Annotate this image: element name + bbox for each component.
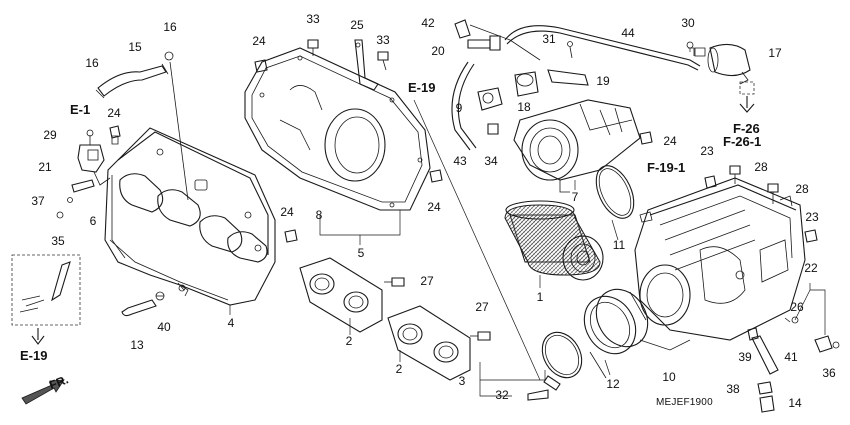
part-label: 14 xyxy=(788,396,802,410)
part-label: 3 xyxy=(458,374,466,388)
part-label: 5 xyxy=(357,246,365,260)
part-label: 25 xyxy=(350,18,364,32)
part-label: 33 xyxy=(306,12,320,26)
part-label: 32 xyxy=(495,388,509,402)
ref-f19-1[interactable]: F-19-1 xyxy=(647,160,686,175)
air-filter-part-1 xyxy=(504,200,604,281)
part-label: 13 xyxy=(130,338,144,352)
part-label: 30 xyxy=(681,16,695,30)
manifold-part-2-b xyxy=(387,305,471,381)
part-label: 20 xyxy=(431,44,445,58)
part-label: 19 xyxy=(596,74,610,88)
lower-housing-part-4 xyxy=(104,127,276,306)
funnel-part-12 xyxy=(583,288,649,379)
part-label: 33 xyxy=(376,33,390,47)
ref-e19-top[interactable]: E-19 xyxy=(408,80,436,95)
part-label: 36 xyxy=(822,366,836,380)
part-label: 43 xyxy=(453,154,467,168)
part-label: 1 xyxy=(536,290,544,304)
detail-box xyxy=(11,254,81,345)
part-label: 29 xyxy=(43,128,57,142)
part-label: 2 xyxy=(395,362,403,376)
hose-part-15 xyxy=(95,51,189,201)
leader-lines xyxy=(229,48,826,397)
ref-e1[interactable]: E-1 xyxy=(70,102,91,117)
part-label: 21 xyxy=(38,160,52,174)
o-ring-part-11 xyxy=(595,165,635,219)
part-label: 2 xyxy=(345,334,353,348)
part-label: 16 xyxy=(85,56,99,70)
part-label: 18 xyxy=(517,100,531,114)
ref-f26[interactable]: F-26 xyxy=(733,121,760,136)
part-label: 24 xyxy=(107,106,121,120)
part-label: 35 xyxy=(51,234,65,248)
diagram-code: MEJEF1900 xyxy=(656,397,713,408)
part-label: 7 xyxy=(571,190,579,204)
part-label: 24 xyxy=(280,205,294,219)
bolts-part-27 xyxy=(384,277,491,341)
part-label: 27 xyxy=(420,274,434,288)
part-label: 8 xyxy=(315,208,323,222)
part-label: 42 xyxy=(421,16,435,30)
front-direction-arrow xyxy=(21,379,65,405)
air-box-part-10 xyxy=(634,177,806,341)
part-label: 11 xyxy=(612,238,626,252)
part-label: 28 xyxy=(754,160,768,174)
part-label: 15 xyxy=(128,40,142,54)
clip-part-13 xyxy=(121,282,186,317)
part-label: 28 xyxy=(795,182,809,196)
intake-cover-part-7 xyxy=(513,99,641,193)
grommets-part-24 xyxy=(109,59,443,243)
part-label: 27 xyxy=(475,300,489,314)
part-label: 40 xyxy=(157,320,171,334)
part-label: 16 xyxy=(163,20,177,34)
part-label: 34 xyxy=(484,154,498,168)
part-label: 10 xyxy=(662,370,676,384)
hose-part-44 xyxy=(504,25,755,113)
upper-case-part-8 xyxy=(244,47,431,211)
part-label: 24 xyxy=(252,34,266,48)
part-label: 41 xyxy=(784,350,798,364)
part-label: 31 xyxy=(542,32,556,46)
manifold-part-2-a xyxy=(299,257,383,333)
valve-part-21 xyxy=(56,129,119,219)
bracket-part-25 xyxy=(307,39,389,91)
part-label: 12 xyxy=(606,377,620,391)
ref-e19-left[interactable]: E-19 xyxy=(20,348,48,363)
part-label: 39 xyxy=(738,350,752,364)
solenoid-assy xyxy=(451,19,589,151)
part-label: 38 xyxy=(726,382,740,396)
part-label: 22 xyxy=(804,261,818,275)
part-label: 17 xyxy=(768,46,782,60)
part-label: 24 xyxy=(663,134,677,148)
part-label: 9 xyxy=(455,101,463,115)
part-label: 6 xyxy=(89,214,97,228)
part-label: 23 xyxy=(700,144,714,158)
clamp-part-3 xyxy=(527,331,583,401)
ref-f26-1[interactable]: F-26-1 xyxy=(723,134,762,149)
part-label: 4 xyxy=(227,316,235,330)
part-label: 44 xyxy=(621,26,635,40)
part-label: 23 xyxy=(805,210,819,224)
right-small-parts xyxy=(639,41,840,413)
part-label: 24 xyxy=(427,200,441,214)
part-label: 26 xyxy=(790,300,804,314)
part-label: 37 xyxy=(31,194,45,208)
